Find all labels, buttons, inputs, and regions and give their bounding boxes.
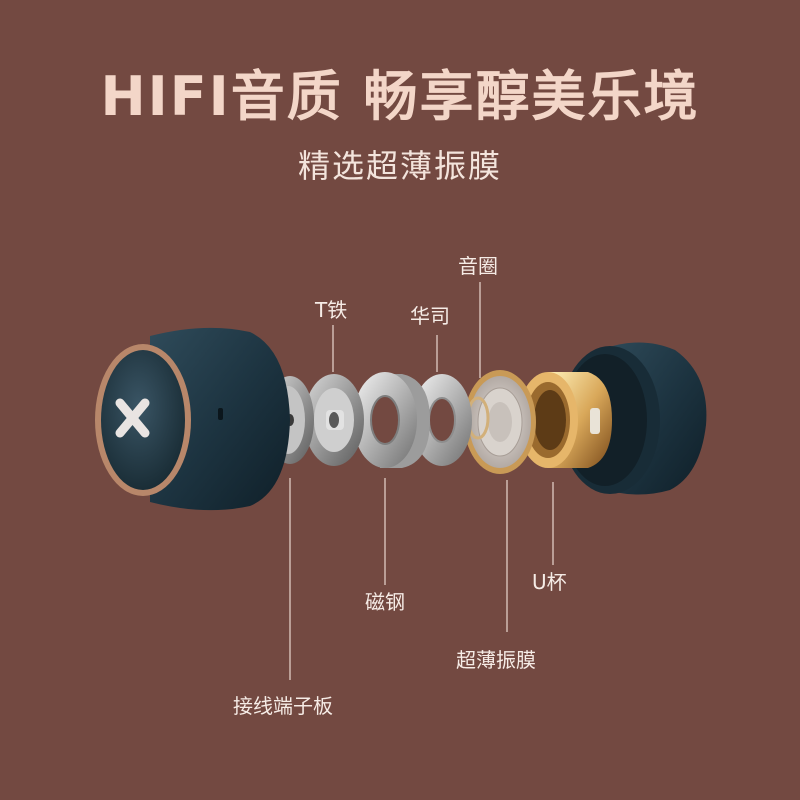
subheadline: 精选超薄振膜 — [297, 147, 502, 185]
diaphragm — [464, 370, 536, 474]
u-cup — [518, 372, 612, 468]
callout-voice-coil: 音圈 — [458, 254, 498, 278]
x-logo-icon — [115, 398, 150, 438]
earbud-front — [95, 327, 290, 511]
callout-u-cup: U杯 — [532, 570, 567, 594]
callout-t-iron: T铁 — [315, 298, 348, 322]
callout-diaphragm: 超薄振膜 — [456, 648, 536, 672]
callout-magnet: 磁钢 — [365, 590, 405, 614]
headline: HIFI音质 畅享醇美乐境 — [100, 65, 700, 128]
callout-washer: 华司 — [410, 304, 450, 328]
mic-hole-icon — [218, 408, 223, 420]
callout-lines — [289, 282, 554, 680]
magnet — [353, 372, 430, 468]
t-iron — [304, 374, 364, 466]
callout-terminal-board: 接线端子板 — [233, 694, 333, 718]
